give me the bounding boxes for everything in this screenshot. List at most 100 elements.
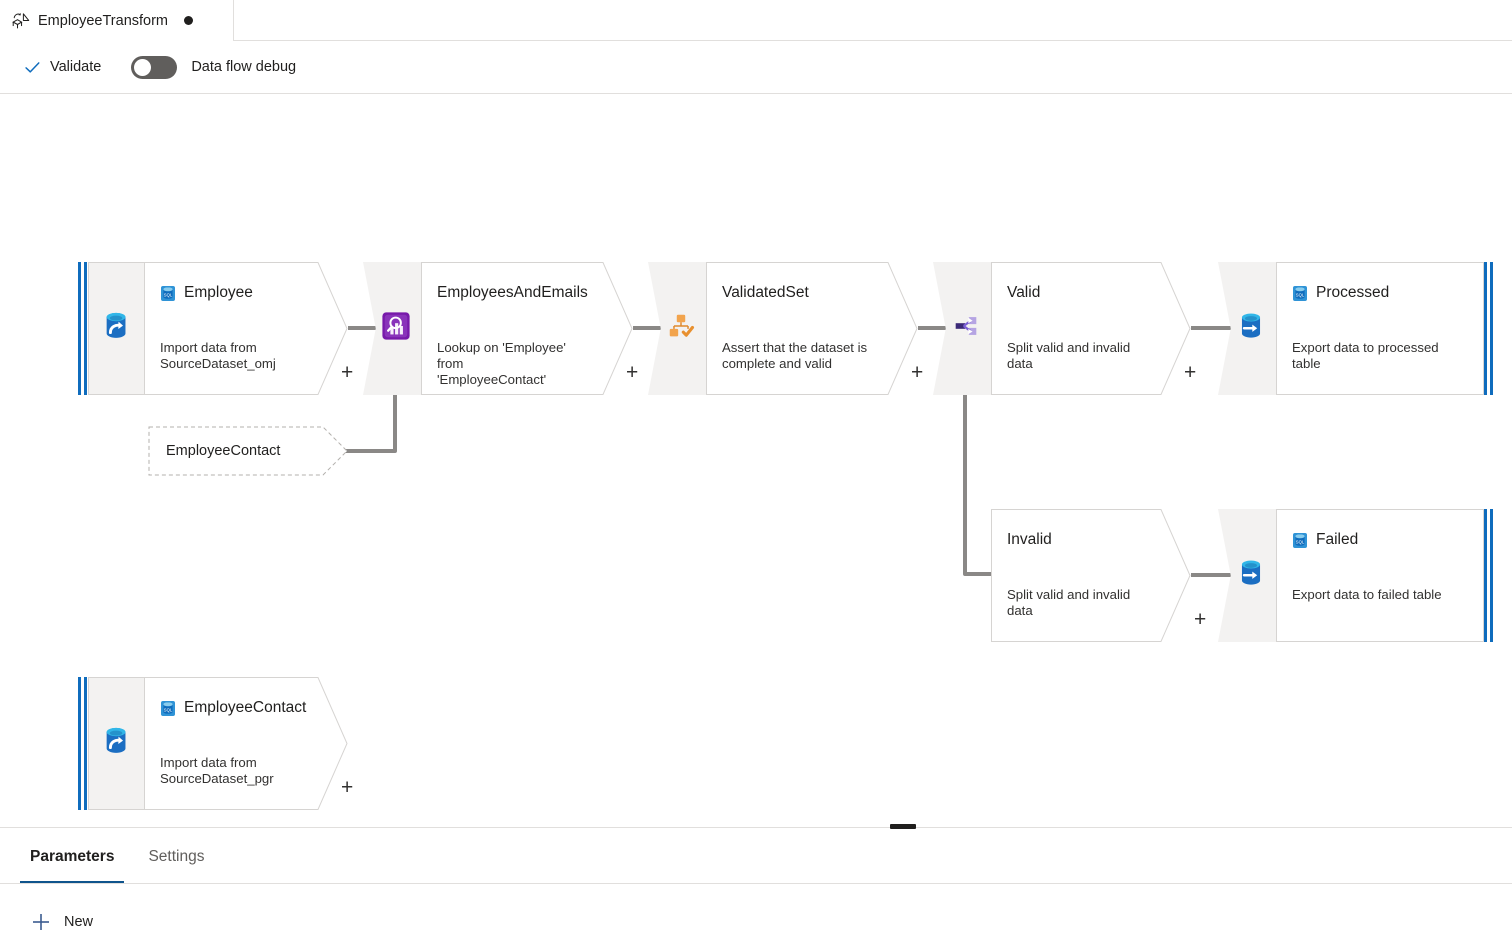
node-title-text: Failed (1316, 531, 1359, 548)
bottom-panel: Parameters Settings New (0, 824, 1512, 951)
node-shape-outline (144, 262, 348, 395)
assert-icon (666, 311, 696, 346)
node-shape-outline (1276, 509, 1484, 642)
node-title-text: Valid (1007, 284, 1041, 301)
stream-reference-employeecontact[interactable]: EmployeeContact (148, 426, 348, 476)
tab-parameters[interactable]: Parameters (20, 830, 125, 883)
tab-settings[interactable]: Settings (138, 830, 214, 883)
node-body: SQL EmployeeContact Import data from Sou… (144, 677, 348, 810)
node-description: Import data from SourceDataset_omj (160, 340, 276, 371)
node-title: SQL EmployeeContact (160, 699, 306, 717)
node-description: Assert that the dataset is complete and … (722, 340, 868, 371)
plus-icon (30, 911, 52, 933)
svg-text:SQL: SQL (164, 707, 173, 712)
node-body: SQL Failed Export data to failed table (1276, 509, 1484, 642)
new-parameter-button[interactable]: New (30, 911, 93, 933)
node-title: EmployeesAndEmails (437, 284, 588, 302)
sink-accent-stripe (1484, 509, 1494, 642)
node-title-text: Employee (184, 284, 253, 301)
node-title-text: EmployeeContact (184, 699, 307, 716)
source-accent-stripe (78, 677, 88, 810)
svg-text:SQL: SQL (164, 292, 173, 297)
dataflow-icon (10, 10, 32, 32)
node-description: Lookup on 'Employee' from 'EmployeeConta… (437, 340, 566, 387)
new-parameter-label: New (64, 914, 94, 930)
dataflow-title: EmployeeTransform (38, 12, 169, 29)
node-validatedset-assert[interactable]: ValidatedSet Assert that the dataset is … (648, 262, 923, 395)
assert-icon-cap (648, 262, 706, 395)
node-shape-outline (991, 262, 1191, 395)
node-title: SQL Employee (160, 284, 253, 302)
node-title: Valid (1007, 284, 1040, 302)
source-icon-cap (88, 262, 144, 395)
node-description: Export data to processed table (1292, 340, 1439, 371)
node-body: Invalid Split valid and invalid data (991, 509, 1191, 642)
node-description: Export data to failed table (1292, 587, 1442, 602)
sink-accent-stripe (1484, 262, 1494, 395)
dataflow-canvas[interactable]: SQL Employee Import data from SourceData… (0, 94, 1512, 827)
node-description: Import data from SourceDataset_pgr (160, 755, 274, 786)
svg-text:SQL: SQL (1296, 539, 1305, 544)
node-body: ValidatedSet Assert that the dataset is … (706, 262, 918, 395)
node-failed-sink[interactable]: SQL Failed Export data to failed table (1218, 509, 1494, 642)
node-processed-sink[interactable]: SQL Processed Export data to processed t… (1218, 262, 1494, 395)
panel-tab-list: Parameters Settings (0, 830, 1512, 884)
data-flow-debug-toggle[interactable]: Data flow debug (131, 55, 297, 79)
add-transformation-button[interactable]: + (1194, 608, 1207, 631)
lookup-icon-cap (363, 262, 421, 395)
sink-database-icon (1235, 557, 1267, 594)
node-title: SQL Processed (1292, 284, 1389, 302)
node-shape-outline (1276, 262, 1484, 395)
node-invalid-stream[interactable]: Invalid Split valid and invalid data + (991, 509, 1206, 642)
sql-database-icon: SQL (160, 700, 176, 717)
node-body: SQL Processed Export data to processed t… (1276, 262, 1484, 395)
add-transformation-button[interactable]: + (911, 361, 924, 384)
dataflow-tab[interactable]: EmployeeTransform (0, 0, 234, 41)
conditional-split-icon (951, 311, 981, 346)
node-title-text: ValidatedSet (722, 284, 809, 301)
add-transformation-button[interactable]: + (341, 776, 354, 799)
add-transformation-button[interactable]: + (341, 361, 354, 384)
sql-database-icon: SQL (1292, 285, 1308, 302)
node-shape-outline (144, 677, 348, 810)
node-employee-source[interactable]: SQL Employee Import data from SourceData… (78, 262, 353, 395)
header-empty-area (234, 0, 1512, 41)
node-title: ValidatedSet (722, 284, 809, 302)
conditional-split-icon-cap (933, 262, 991, 395)
panel-resize-handle[interactable] (890, 824, 916, 829)
validate-button[interactable]: Validate (16, 50, 109, 84)
command-bar: Validate Data flow debug (0, 41, 1512, 94)
sql-database-icon: SQL (1292, 532, 1308, 549)
stream-reference-label: EmployeeContact (166, 443, 281, 459)
node-body: EmployeesAndEmails Lookup on 'Employee' … (421, 262, 633, 395)
tab-parameters-label: Parameters (30, 847, 115, 865)
node-title-text: Processed (1316, 284, 1390, 301)
node-shape-outline (706, 262, 918, 395)
add-transformation-button[interactable]: + (1184, 361, 1197, 384)
node-body: Valid Split valid and invalid data (991, 262, 1191, 395)
node-description: Split valid and invalid data (1007, 340, 1131, 371)
node-description: Split valid and invalid data (1007, 587, 1131, 618)
sink-icon-cap (1218, 509, 1276, 642)
add-transformation-button[interactable]: + (626, 361, 639, 384)
validate-label: Validate (50, 59, 102, 75)
toggle-track[interactable] (131, 55, 178, 79)
node-body: SQL Employee Import data from SourceData… (144, 262, 348, 395)
checkmark-icon (24, 59, 41, 76)
sink-icon-cap (1218, 262, 1276, 395)
lookup-icon (381, 311, 411, 346)
sink-database-icon (1235, 310, 1267, 347)
node-valid-conditional-split[interactable]: Valid Split valid and invalid data + (933, 262, 1196, 395)
node-title: Invalid (1007, 531, 1052, 549)
source-database-icon (101, 725, 133, 762)
toggle-knob (134, 58, 152, 76)
stream-reference-outline (148, 426, 348, 476)
header-bar: EmployeeTransform (0, 0, 1512, 41)
node-employees-and-emails-lookup[interactable]: EmployeesAndEmails Lookup on 'Employee' … (363, 262, 638, 395)
node-employeecontact-source[interactable]: SQL EmployeeContact Import data from Sou… (78, 677, 353, 810)
source-database-icon (101, 310, 133, 347)
source-icon-cap (88, 677, 144, 810)
data-flow-debug-label: Data flow debug (191, 59, 297, 75)
sql-database-icon: SQL (160, 285, 176, 302)
node-title: SQL Failed (1292, 531, 1358, 549)
